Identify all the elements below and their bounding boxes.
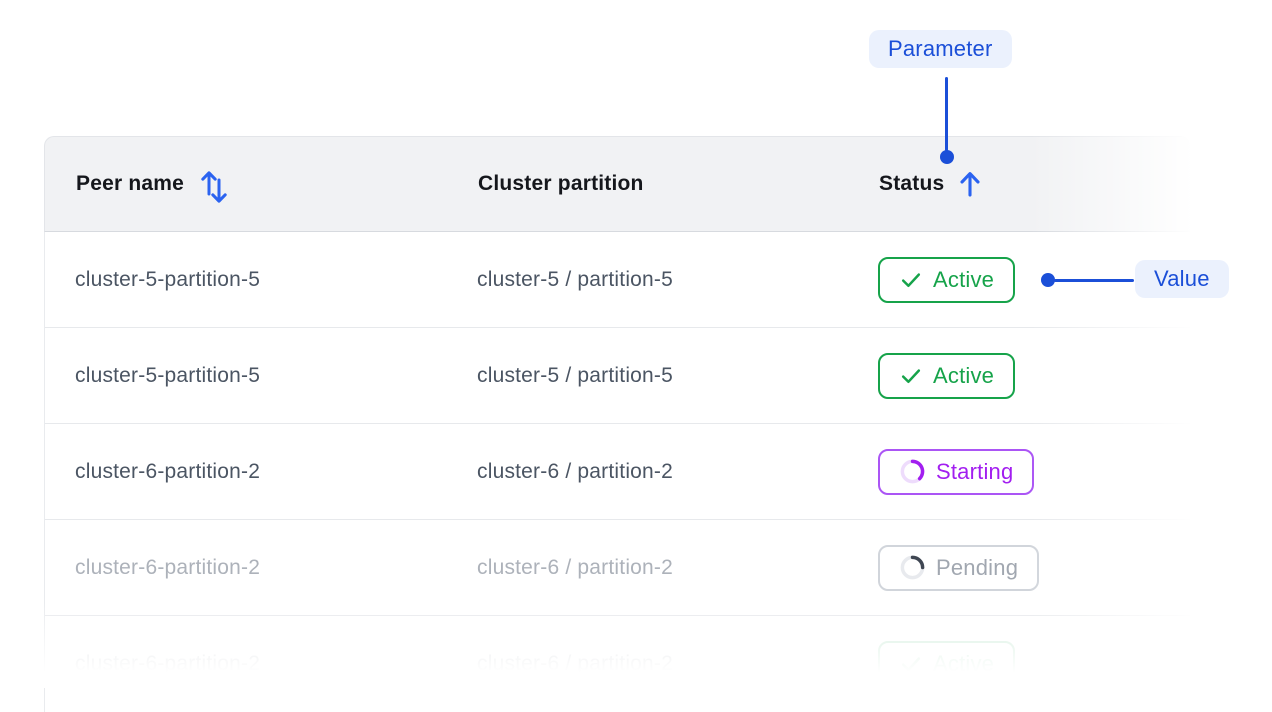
peer-name-cell: cluster-5-partition-5	[75, 363, 261, 387]
column-header-label: Status	[879, 172, 945, 195]
column-header-cluster-partition[interactable]: Cluster partition	[478, 172, 879, 196]
status-cell: Active	[878, 641, 1190, 687]
status-badge-starting: Starting	[878, 448, 1035, 495]
cluster-partition-cell: cluster-6 / partition-2	[477, 555, 674, 579]
status-badge-active: Active	[878, 256, 1016, 303]
spinner-icon	[900, 459, 925, 484]
sort-ascending-icon[interactable]	[957, 168, 983, 200]
status-badge-active: Active	[878, 352, 1016, 399]
spinner-icon	[900, 555, 925, 580]
status-badge-pending: Pending	[878, 544, 1040, 591]
sort-both-icon[interactable]	[197, 164, 231, 204]
parameter-annotation-chip: Parameter	[869, 30, 1012, 68]
column-header-status[interactable]: Status	[879, 168, 1190, 200]
check-icon	[901, 368, 921, 383]
check-icon	[901, 272, 921, 287]
peers-table: Peer name Cluster partition Status	[44, 136, 1190, 712]
status-cell: Active	[878, 256, 1190, 303]
peer-name-cell: cluster-5-partition-5	[75, 267, 261, 291]
cluster-partition-cell: cluster-6 / partition-2	[477, 652, 674, 675]
peers-table-figure: Peer name Cluster partition Status	[0, 30, 1272, 712]
table-row[interactable]: cluster-6-partition-2 cluster-6 / partiti…	[45, 424, 1190, 520]
parameter-connector-dot	[940, 150, 954, 164]
cluster-partition-cell: cluster-5 / partition-5	[477, 267, 674, 291]
status-badge-label: Active	[933, 362, 995, 388]
table-header-row: Peer name Cluster partition Status	[44, 136, 1190, 232]
status-cell: Active	[878, 352, 1190, 399]
peer-name-cell: cluster-6-partition-2	[75, 459, 261, 483]
table-row[interactable]: cluster-6-partition-2 cluster-6 / partiti…	[45, 616, 1190, 712]
parameter-connector-line	[945, 77, 948, 151]
cluster-partition-cell: cluster-5 / partition-5	[477, 363, 674, 387]
status-badge-label: Active	[933, 266, 995, 292]
status-badge-label: Pending	[936, 554, 1019, 580]
value-connector-dot	[1041, 273, 1055, 287]
table-row[interactable]: cluster-5-partition-5 cluster-5 / partiti…	[45, 328, 1190, 424]
status-badge-label: Active	[933, 651, 995, 676]
column-header-label: Peer name	[76, 172, 185, 195]
check-icon	[901, 657, 921, 672]
status-cell: Starting	[878, 448, 1190, 495]
peer-name-cell: cluster-6-partition-2	[75, 652, 261, 675]
status-badge-active: Active	[878, 641, 1016, 687]
status-badge-label: Starting	[936, 458, 1014, 484]
column-header-peer-name[interactable]: Peer name	[45, 164, 478, 204]
parameter-annotation-label: Parameter	[888, 36, 993, 61]
value-connector-line	[1054, 279, 1134, 282]
table-body: cluster-5-partition-5 cluster-5 / partiti…	[44, 232, 1190, 712]
peer-name-cell: cluster-6-partition-2	[75, 555, 261, 579]
table-row[interactable]: cluster-5-partition-5 cluster-5 / partiti…	[45, 232, 1190, 328]
value-annotation-chip: Value	[1135, 260, 1229, 298]
table-row[interactable]: cluster-6-partition-2 cluster-6 / partiti…	[45, 520, 1190, 616]
status-cell: Pending	[878, 544, 1190, 591]
value-annotation-label: Value	[1154, 266, 1210, 291]
column-header-label: Cluster partition	[478, 172, 644, 195]
cluster-partition-cell: cluster-6 / partition-2	[477, 459, 674, 483]
